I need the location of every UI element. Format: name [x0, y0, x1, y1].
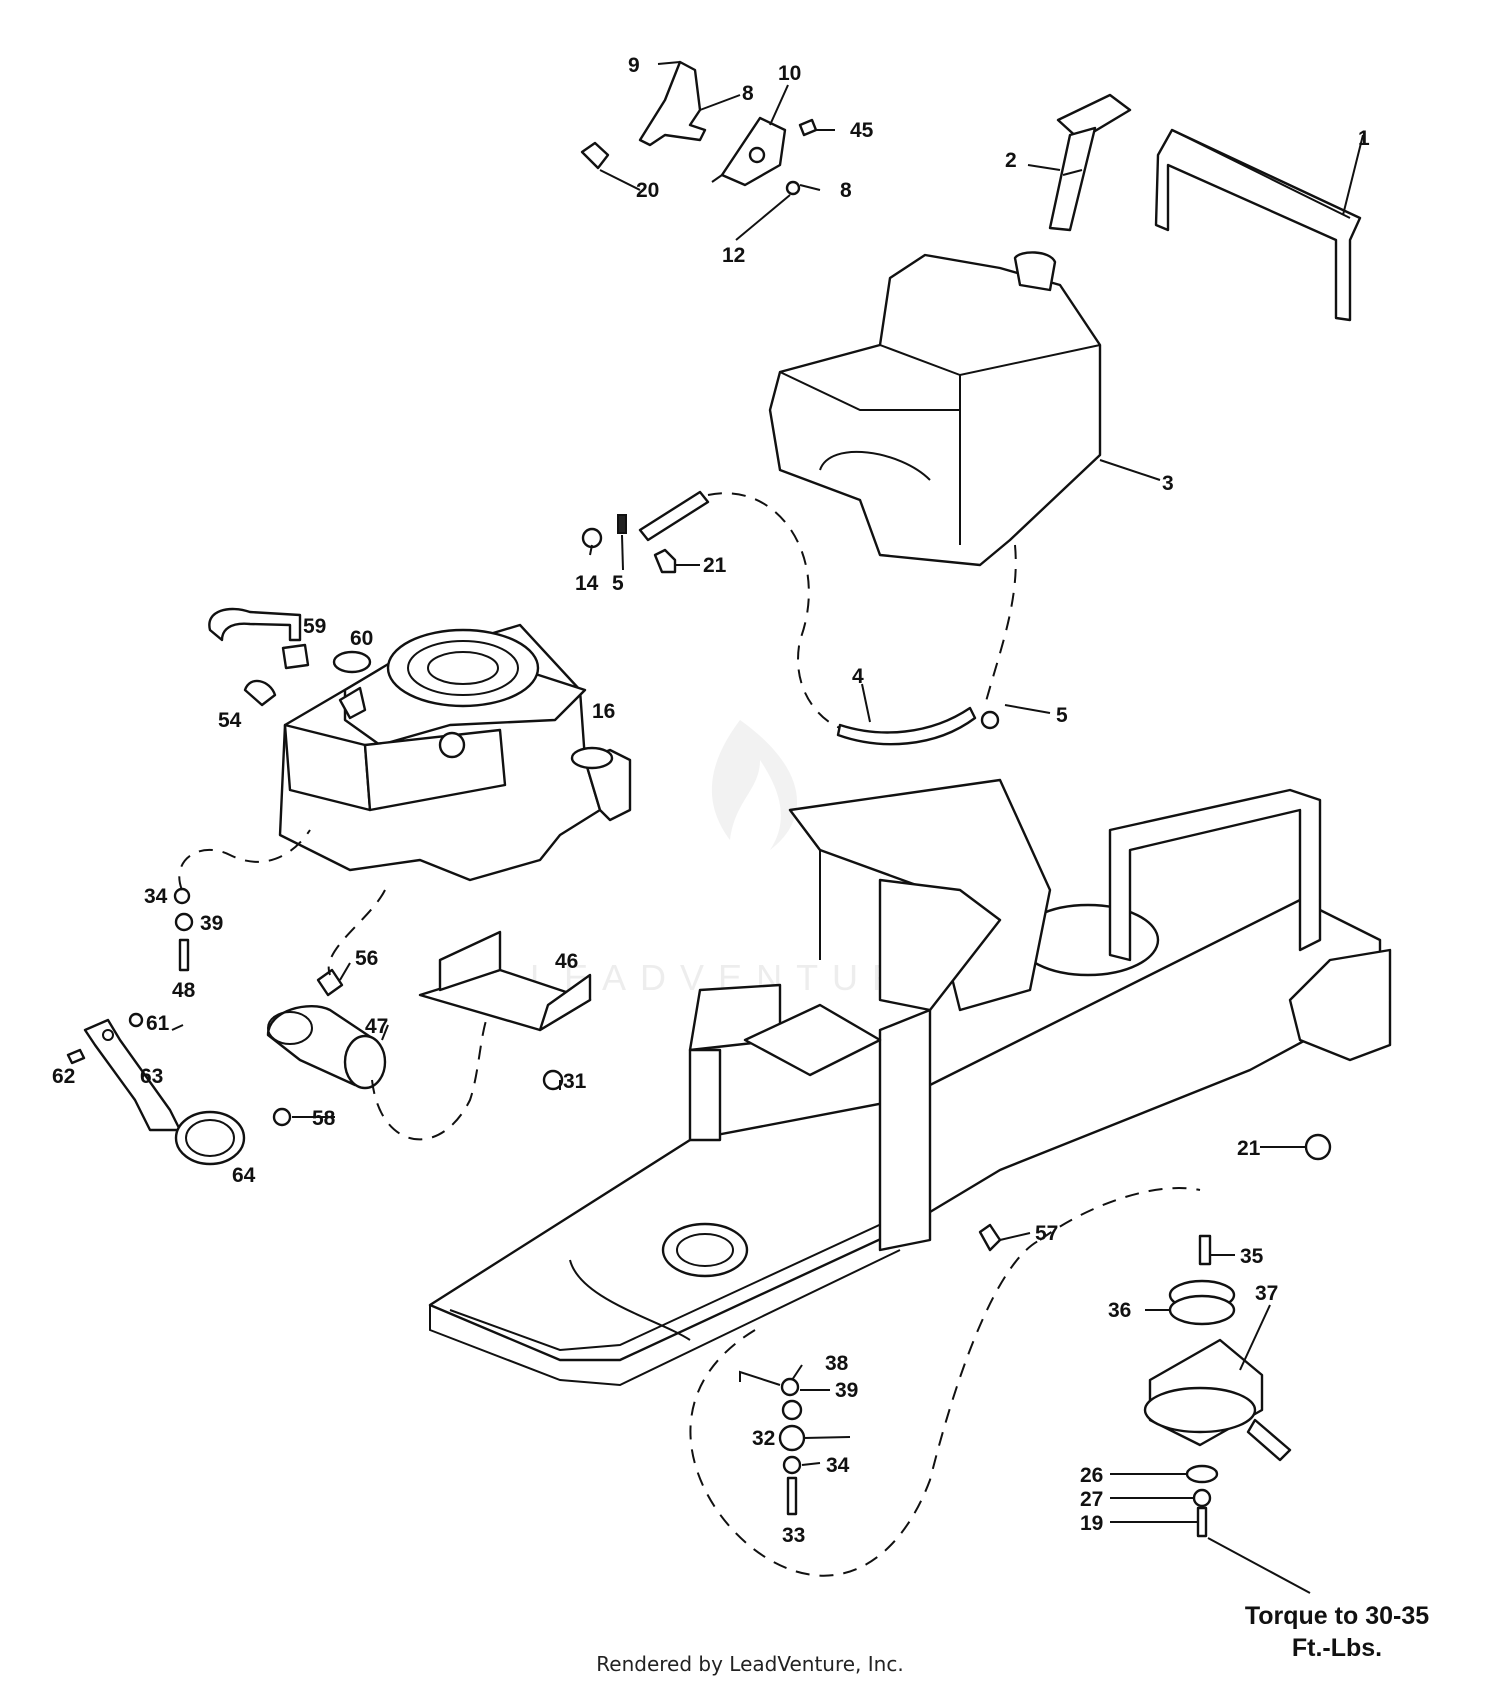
leader-lines — [171, 61, 1364, 1523]
engine-mount-hardware-left — [173, 829, 311, 972]
callout-14: 14 — [575, 572, 599, 595]
callout-56: 56 — [355, 947, 378, 970]
callout-54: 54 — [218, 709, 242, 732]
part-47-muffler — [266, 889, 491, 1141]
callout-8a: 8 — [742, 82, 754, 105]
callout-4: 4 — [852, 665, 864, 688]
part-59-breather-hose — [208, 607, 372, 707]
torque-note: Torque to 30-35 Ft.-Lbs. — [1222, 1600, 1452, 1664]
callout-39b: 39 — [835, 1379, 858, 1402]
callout-60: 60 — [350, 627, 373, 650]
part-46-heat-shield — [418, 930, 592, 1091]
torque-note-line1: Torque to 30-35 — [1244, 1602, 1430, 1630]
callout-16: 16 — [592, 700, 615, 723]
frame-chassis — [428, 778, 1392, 1577]
callout-31: 31 — [563, 1070, 587, 1093]
throttle-hardware — [580, 60, 818, 196]
callout-21b: 21 — [1237, 1137, 1261, 1160]
part-37-clutch-pulley — [1143, 1234, 1311, 1594]
callout-46: 46 — [555, 950, 578, 973]
callout-48: 48 — [172, 979, 196, 1002]
callout-63: 63 — [140, 1065, 163, 1088]
part-2-fuel-cap — [1048, 93, 1132, 232]
callout-10: 10 — [778, 62, 801, 85]
callout-37: 37 — [1255, 1282, 1278, 1305]
callout-35: 35 — [1240, 1245, 1264, 1268]
callout-62: 62 — [52, 1065, 75, 1088]
callout-36: 36 — [1108, 1299, 1131, 1322]
part-16-engine — [278, 623, 632, 882]
callout-1: 1 — [1358, 127, 1370, 150]
part-14-5-21-fittings — [581, 514, 1000, 730]
callout-3: 3 — [1162, 472, 1174, 495]
part-4-fuel-hose — [638, 490, 1017, 746]
footer-credit: Rendered by LeadVenture, Inc. — [596, 1652, 904, 1676]
part-63-64-clamp-bracket — [66, 1012, 246, 1166]
callout-5b: 5 — [1056, 704, 1068, 727]
callout-32: 32 — [752, 1427, 775, 1450]
callout-39a: 39 — [200, 912, 223, 935]
callout-61: 61 — [146, 1012, 170, 1035]
callout-59: 59 — [303, 615, 326, 638]
callout-5a: 5 — [612, 572, 624, 595]
callout-38: 38 — [825, 1352, 849, 1375]
callout-2: 2 — [1005, 149, 1017, 172]
callout-33: 33 — [782, 1524, 805, 1547]
callout-64: 64 — [232, 1164, 256, 1187]
callout-9: 9 — [628, 54, 640, 77]
callout-labels: 1 2 3 4 5 5 8 8 9 10 12 14 16 19 20 21 2… — [52, 54, 1370, 1547]
frame-mount-hardware — [739, 1370, 851, 1516]
callout-8b: 8 — [840, 179, 852, 202]
callout-45: 45 — [850, 119, 874, 142]
callout-12: 12 — [722, 244, 745, 267]
callout-26: 26 — [1080, 1464, 1103, 1487]
callout-27: 27 — [1080, 1488, 1103, 1511]
part-1-bracket — [1154, 128, 1362, 322]
part-3-fuel-tank — [768, 251, 1102, 567]
callout-57: 57 — [1035, 1222, 1058, 1245]
watermark-logo: LEADVENTURE — [530, 720, 936, 998]
callout-58: 58 — [312, 1107, 336, 1130]
callout-20: 20 — [636, 179, 659, 202]
torque-note-line2: Ft.-Lbs. — [1291, 1634, 1383, 1662]
callout-19: 19 — [1080, 1512, 1103, 1535]
callout-47: 47 — [365, 1015, 388, 1038]
callout-34a: 34 — [144, 885, 168, 908]
callout-21a: 21 — [703, 554, 727, 577]
callout-34b: 34 — [826, 1454, 850, 1477]
